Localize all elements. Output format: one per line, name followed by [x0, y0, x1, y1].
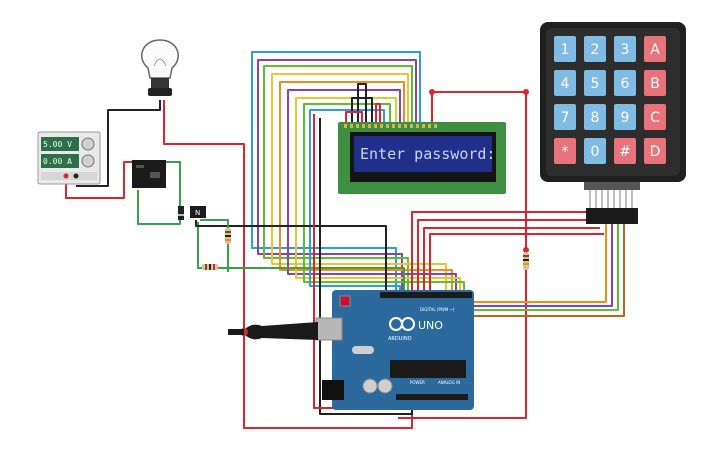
wire-bulb-red[interactable] [163, 100, 413, 429]
wire-lcd-green2[interactable] [303, 103, 465, 294]
wire-lcd-purple[interactable] [257, 59, 417, 294]
keypad-key-label: 1 [561, 42, 570, 58]
power-label: POWER [410, 380, 425, 385]
wire-keypad-purple[interactable] [470, 224, 613, 307]
keypad-key[interactable] [554, 104, 576, 130]
keypad-key[interactable] [554, 138, 576, 164]
digital-header[interactable] [380, 292, 472, 298]
transistor[interactable]: N [190, 206, 206, 218]
power-supply[interactable]: 5.00 V 0.00 A [37, 131, 101, 185]
keypad-key-label: 4 [561, 76, 570, 92]
keypad-key[interactable] [644, 70, 666, 96]
wire-keypad-red2[interactable] [417, 219, 596, 294]
psu-negative-terminal[interactable] [73, 173, 79, 179]
usb-cable[interactable] [228, 322, 318, 340]
wire-red-top-resistor[interactable] [398, 270, 527, 419]
resistor-vertical-right[interactable] [523, 252, 529, 270]
resistor-horizontal[interactable] [202, 264, 218, 270]
wire-lcd-red-short[interactable] [375, 103, 381, 124]
keypad-key[interactable] [614, 138, 636, 164]
keypad-key[interactable] [644, 104, 666, 130]
wire-red-top[interactable] [431, 91, 527, 250]
arduino-logo [389, 317, 415, 331]
wire-transistor-green[interactable] [200, 219, 229, 272]
keypad-key-label: 8 [591, 110, 600, 126]
psu-voltage-readout: 5.00 V [43, 140, 72, 149]
wire-keypad-red4[interactable] [429, 233, 604, 294]
keypad-key-label: 7 [561, 110, 570, 126]
keypad-key[interactable] [614, 104, 636, 130]
keypad-key-label: C [650, 110, 660, 126]
keypad-key[interactable] [584, 36, 606, 62]
keypad-key[interactable] [584, 104, 606, 130]
wire-lcd-black2[interactable] [357, 83, 367, 124]
keypad-key[interactable] [554, 36, 576, 62]
usb-port[interactable] [315, 317, 343, 341]
wire-psu-red[interactable] [65, 161, 134, 199]
psu-positive-terminal[interactable] [63, 173, 69, 179]
lcd-text: Enter password: [360, 145, 495, 163]
keypad-key-label: 6 [621, 76, 630, 92]
power-analog-header[interactable] [396, 394, 468, 400]
wire-lcd-yellow2[interactable] [295, 97, 461, 294]
wire-keypad-orange[interactable] [468, 224, 607, 303]
keypad-key-label: 9 [621, 110, 630, 126]
keypad-key-label: 3 [621, 42, 630, 58]
keypad-key-label: B [650, 76, 660, 92]
keypad-key[interactable] [614, 36, 636, 62]
wires [65, 51, 625, 429]
power-jack[interactable] [322, 380, 344, 400]
keypad-key-label: 5 [591, 76, 600, 92]
transistor-label: N [195, 209, 200, 217]
keypad-key[interactable] [554, 70, 576, 96]
arduino-model: UNO [418, 319, 443, 332]
digital-label: DIGITAL (PWM ~) [420, 307, 455, 312]
atmega-chip [390, 360, 466, 378]
keypad-key-label: 2 [591, 42, 600, 58]
lcd-pin-header [344, 124, 437, 128]
wire-keypad-red1[interactable] [411, 211, 592, 294]
wire-relay-black[interactable] [195, 220, 387, 294]
keypad-key[interactable] [644, 138, 666, 164]
wire-relay-green[interactable] [137, 161, 181, 225]
analog-label: ANALOG IN [438, 380, 460, 385]
keypad-key-label: * [562, 144, 569, 160]
arduino-brand: ARDUINO [388, 336, 412, 342]
keypad-key[interactable] [644, 36, 666, 62]
keypad-connector[interactable] [586, 208, 638, 224]
keypad-ribbon [589, 190, 633, 210]
psu-current-knob[interactable] [81, 154, 95, 168]
diode[interactable] [178, 206, 184, 220]
reset-button[interactable] [339, 295, 351, 307]
relay[interactable] [132, 160, 166, 188]
capacitor-2 [377, 378, 393, 394]
lcd-display[interactable]: Enter password: [338, 122, 506, 194]
wire-bulb-black[interactable] [76, 100, 161, 187]
keypad-key-label: D [650, 144, 661, 160]
keypad-keys: 1 2 3 A 4 5 6 B 7 8 9 C * 0 # D [554, 36, 666, 164]
keypad[interactable]: 1 2 3 A 4 5 6 B 7 8 9 C * 0 # D [540, 22, 686, 224]
psu-current-readout: 0.00 A [43, 157, 72, 166]
wire-lcd-blue[interactable] [251, 51, 421, 294]
psu-voltage-knob[interactable] [81, 137, 95, 151]
wire-keypad-red3[interactable] [423, 227, 600, 294]
keypad-key-label: A [650, 42, 660, 58]
keypad-key-label: # [619, 144, 631, 160]
crystal-oscillator [352, 346, 374, 354]
keypad-key[interactable] [584, 138, 606, 164]
light-bulb[interactable] [141, 39, 179, 96]
resistor-vertical-left[interactable] [225, 228, 231, 244]
wire-lcd-red-loop[interactable] [345, 111, 363, 124]
wire-keypad-green[interactable] [472, 224, 619, 311]
wire-lcd-teal[interactable] [309, 109, 401, 294]
keypad-key-label: 0 [591, 144, 600, 160]
keypad-key[interactable] [614, 70, 636, 96]
capacitor-1 [362, 378, 378, 394]
wire-green-low[interactable] [197, 222, 405, 294]
wire-keypad-orange2[interactable] [472, 224, 625, 317]
keypad-key[interactable] [584, 70, 606, 96]
arduino-uno[interactable]: UNO ARDUINO DIGITAL (PWM ~) POWER ANALOG… [228, 290, 474, 410]
